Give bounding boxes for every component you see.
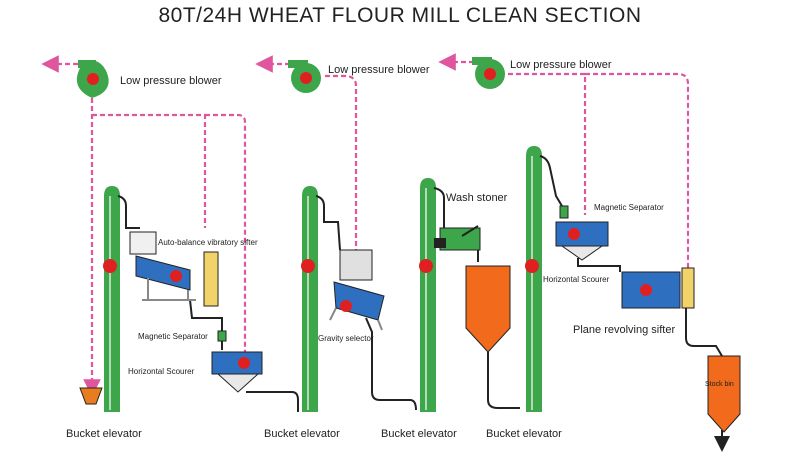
auto-balance-vibratory-sifter bbox=[129, 231, 219, 307]
label-magnetic-separator-1: Magnetic Separator bbox=[138, 332, 208, 341]
bucket-elevator-3 bbox=[419, 178, 436, 412]
label-auto-balance-vibratory-sifter: Auto-balance vibratory sifter bbox=[158, 238, 258, 247]
label-wash-stoner: Wash stoner bbox=[446, 192, 508, 204]
magnetic-separator-1 bbox=[217, 330, 227, 342]
label-low-pressure-blower-2: Low pressure blower bbox=[328, 64, 430, 76]
label-horizontal-scourer-2: Horizontal Scourer bbox=[543, 275, 610, 284]
bucket-elevator-1 bbox=[79, 186, 120, 412]
label-low-pressure-blower-3: Low pressure blower bbox=[510, 59, 612, 71]
label-gravity-selector: Gravity selector bbox=[318, 334, 374, 343]
material-pipes bbox=[117, 155, 730, 452]
label-bucket-elevator-1: Bucket elevator bbox=[66, 428, 142, 440]
plane-revolving-sifter bbox=[621, 267, 695, 309]
horizontal-scourer-2 bbox=[555, 221, 609, 261]
label-plane-revolving-sifter: Plane revolving sifter bbox=[573, 324, 675, 336]
gravity-selector bbox=[329, 249, 385, 331]
wash-stoner bbox=[434, 225, 481, 251]
low-pressure-blower-1 bbox=[76, 60, 109, 98]
label-bucket-elevator-3: Bucket elevator bbox=[381, 428, 457, 440]
label-low-pressure-blower-1: Low pressure blower bbox=[120, 75, 222, 87]
magnetic-separator-2 bbox=[559, 205, 569, 219]
label-bucket-elevator-2: Bucket elevator bbox=[264, 428, 340, 440]
label-magnetic-separator-2: Magnetic Separator bbox=[594, 203, 664, 212]
label-stock-bin: Stock bin bbox=[705, 381, 734, 388]
label-bucket-elevator-4: Bucket elevator bbox=[486, 428, 562, 440]
bucket-elevator-4 bbox=[525, 146, 542, 412]
air-duct-lines bbox=[41, 53, 690, 397]
labels: Low pressure blower Low pressure blower … bbox=[66, 59, 734, 440]
tempering-bin bbox=[465, 265, 511, 353]
low-pressure-blower-3 bbox=[472, 57, 505, 89]
stock-bin bbox=[707, 355, 741, 433]
diagram-title: 80T/24H WHEAT FLOUR MILL CLEAN SECTION bbox=[158, 4, 642, 27]
low-pressure-blower-2 bbox=[288, 60, 321, 93]
bucket-elevator-2 bbox=[301, 186, 318, 412]
label-horizontal-scourer-1: Horizontal Scourer bbox=[128, 367, 195, 376]
horizontal-scourer-1 bbox=[211, 351, 263, 393]
